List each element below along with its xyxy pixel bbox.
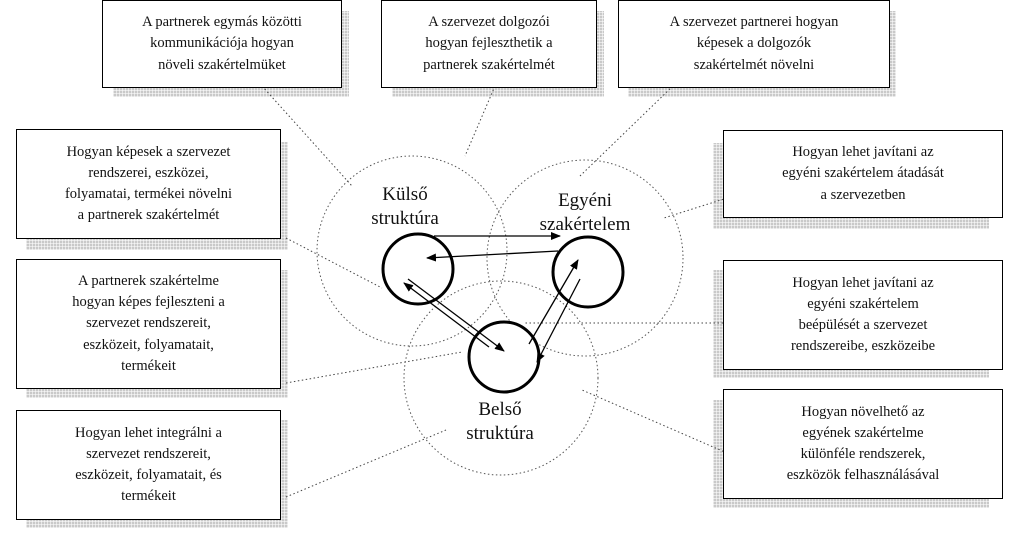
box-improve-embedding: Hogyan lehet javítani az egyéni szakérte… <box>723 260 1003 370</box>
box-systems-increase-partners: Hogyan képesek a szervezet rendszerei, e… <box>16 129 281 239</box>
flow-arrows <box>403 232 581 363</box>
label-individual-expertise: Egyéni szakértelem <box>539 190 631 235</box>
connector-lines <box>261 85 728 498</box>
label-internal-structure: Belső struktúra <box>466 399 534 444</box>
box-improve-transfer: Hogyan lehet javítani az egyéni szakérte… <box>723 130 1003 218</box>
inner-circles <box>381 232 625 394</box>
box-increase-expertise: Hogyan növelhető az egyének szakértelme … <box>723 389 1003 499</box>
box-employees-develop-partners: A szervezet dolgozói hogyan fejlesztheti… <box>381 0 597 88</box>
label-external-structure: Külső struktúra <box>371 184 439 229</box>
box-partners-increase-employees: A szervezet partnerei hogyan képesek a d… <box>618 0 890 88</box>
box-partners-develop-systems: A partnerek szakértelme hogyan képes fej… <box>16 259 281 389</box>
box-integrate-systems: Hogyan lehet integrálni a szervezet rend… <box>16 410 281 520</box>
outer-circles <box>316 155 684 476</box>
box-partner-communication: A partnerek egymás közötti kommunikációj… <box>102 0 342 88</box>
